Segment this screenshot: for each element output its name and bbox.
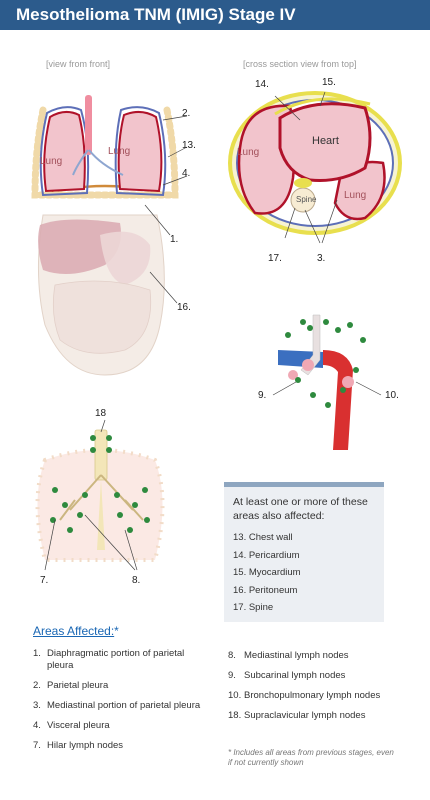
lung-label-cross-right: Lung — [344, 190, 367, 201]
chest-wall-front — [31, 106, 179, 199]
sternum — [97, 480, 105, 550]
liver — [38, 219, 122, 274]
callout-7: 7. — [40, 575, 49, 586]
lung-label-cross-left: Lung — [237, 147, 260, 158]
lung-right — [117, 111, 163, 193]
callout-10: 10. — [385, 390, 399, 401]
also-affected-list: 13. Chest wall 14. Pericardium 15. Myoca… — [233, 529, 376, 617]
list-item: 2.Parietal pleura — [33, 680, 109, 691]
list-item: 14. Pericardium — [233, 549, 300, 561]
parietal-pleura-left — [39, 106, 90, 197]
stomach — [100, 231, 151, 285]
lung-label-front-right: Lung — [108, 146, 131, 157]
callout-1: 1. — [170, 234, 179, 245]
front-view-diagram — [31, 95, 188, 376]
callout-13: 13. — [182, 140, 196, 151]
cross-section-diagram — [228, 91, 402, 244]
pericardium — [274, 97, 371, 116]
list-item: 17. Spine — [233, 602, 274, 613]
list-item: 18.Supraclavicular lymph nodes — [228, 710, 366, 721]
also-affected-title: At least one or more of these areas also… — [233, 496, 368, 522]
callout-18: 18 — [95, 408, 107, 419]
list-item: 10.Bronchopulmonary lymph nodes — [228, 690, 381, 701]
list-item: 7.Hilar lymph nodes — [33, 740, 124, 751]
list-item: 1.Diaphragmatic portion of parietal pleu… — [33, 648, 185, 671]
callout-15: 15. — [322, 77, 336, 88]
intestines — [52, 280, 152, 354]
callout-17: 17. — [268, 253, 282, 264]
lung-label-front-left: Lung — [40, 156, 63, 167]
callout-9: 9. — [258, 390, 267, 401]
list-item: 13. Chest wall — [233, 532, 293, 543]
also-affected-box: At least one or more of these areas also… — [224, 482, 384, 622]
mediastinum-diagram — [272, 314, 382, 450]
bronchi — [72, 149, 124, 176]
lung-left — [43, 111, 86, 193]
list-item: 3.Mediastinal portion of parietal pleura — [33, 700, 201, 711]
callout-16: 16. — [177, 302, 191, 313]
list-item: 15. Myocardium — [233, 567, 301, 578]
areas-left-list: 1.Diaphragmatic portion of parietal pleu… — [33, 648, 203, 752]
trachea-lymph — [94, 429, 108, 481]
list-item: 16. Peritoneum — [233, 584, 298, 596]
callout-2: 2. — [182, 108, 191, 119]
callout-3: 3. — [317, 253, 326, 264]
cross-view-label: [cross section view from top] — [243, 59, 357, 69]
heart-label: Heart — [312, 135, 339, 147]
areas-right-list: 8.Mediastinal lymph nodes 9.Subcarinal l… — [228, 650, 408, 722]
list-item: 9.Subcarinal lymph nodes — [228, 670, 346, 681]
callout-4: 4. — [182, 168, 191, 179]
callout-14: 14. — [255, 79, 269, 90]
areas-affected-title[interactable]: Areas Affected:* — [33, 624, 119, 638]
front-view-label: [view from front] — [46, 59, 111, 69]
spine-label: Spine — [296, 195, 317, 204]
page-title: Mesothelioma TNM (IMIG) Stage IV — [0, 0, 430, 30]
callout-8: 8. — [132, 575, 141, 586]
aorta — [323, 350, 353, 450]
heart — [278, 102, 372, 182]
list-item: 8.Mediastinal lymph nodes — [228, 650, 349, 661]
list-item: 4.Visceral pleura — [33, 720, 110, 731]
chest-lymph-diagram — [35, 419, 165, 571]
trachea-branches — [300, 314, 321, 376]
trachea — [85, 95, 92, 155]
parietal-pleura-right — [114, 106, 167, 197]
footnote: * Includes all areas from previous stage… — [228, 748, 394, 767]
